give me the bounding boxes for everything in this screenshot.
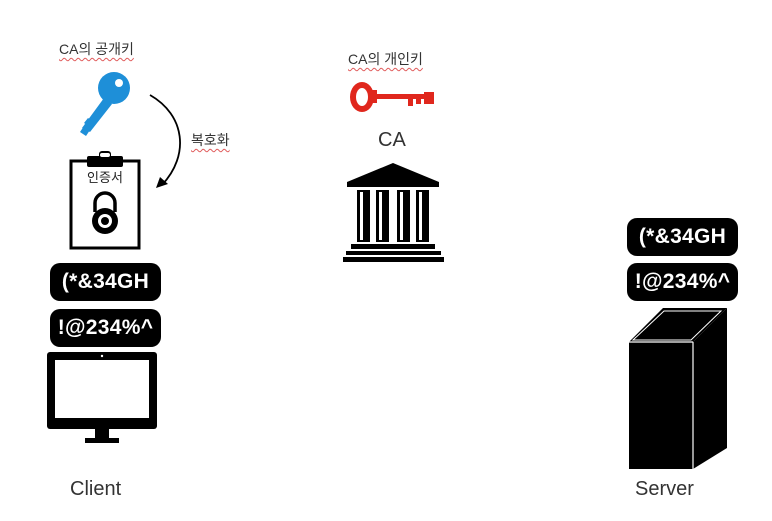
client-name: Client <box>70 478 122 500</box>
client-cipher-line-2: !@234%^ <box>50 309 161 347</box>
bank-building-icon <box>343 163 444 262</box>
certificate-label: 인증서 <box>87 170 123 185</box>
skeleton-key-icon <box>350 82 434 112</box>
monitor-icon <box>47 352 157 443</box>
decrypt-label: 복호화 <box>191 132 230 148</box>
ca-name: CA <box>378 129 406 151</box>
private-key-label: CA의 개인키 <box>348 51 423 67</box>
client-cipher-line-1: (*&34GH <box>50 263 161 301</box>
public-key-label: CA의 공개키 <box>59 41 134 57</box>
server-tower-icon <box>629 308 727 469</box>
server-cipher-line-1: (*&34GH <box>627 218 738 256</box>
server-name: Server <box>635 478 694 500</box>
server-cipher-line-2: !@234%^ <box>627 263 738 301</box>
key-icon <box>80 72 130 136</box>
certificate-icon: 인증서 <box>69 150 141 250</box>
decrypt-arrow <box>149 94 181 188</box>
